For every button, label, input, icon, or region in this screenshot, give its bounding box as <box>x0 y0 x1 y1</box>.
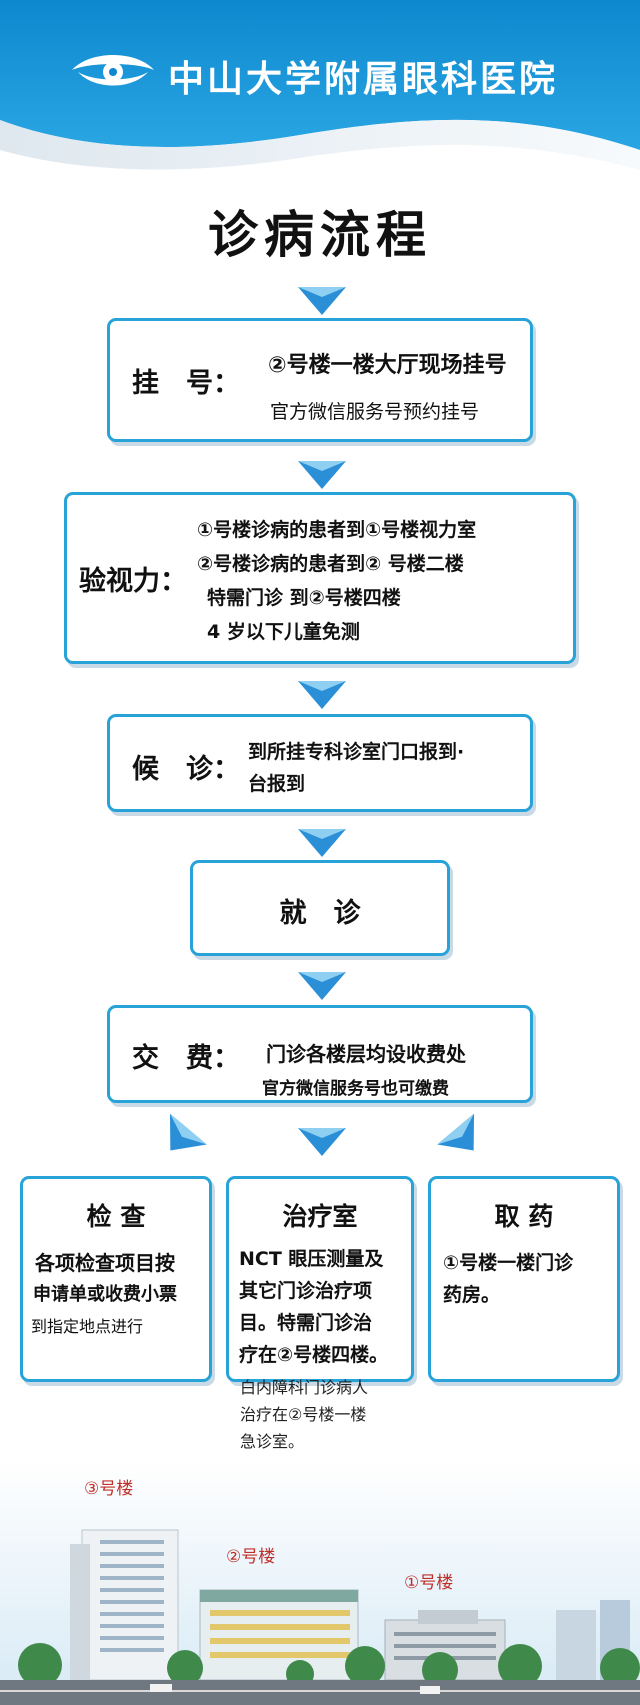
branch-pharmacy-box: 取 药 ①号楼一楼门诊 药房。 <box>428 1176 620 1382</box>
step-register-box: 挂 号： ②号楼一楼大厅现场挂号 官方微信服务号预约挂号 <box>107 318 533 442</box>
branch-exam-line: 各项检查项目按 <box>35 1251 175 1275</box>
step-register-line: 官方微信服务号预约挂号 <box>270 401 480 423</box>
branch-exam-box: 检 查 各项检查项目按 申请单或收费小票 到指定地点进行 <box>20 1176 212 1382</box>
step-register-label: 挂 号： <box>132 368 240 399</box>
hospital-buildings-illustration: ③号楼 ②号楼 ①号楼 <box>0 1460 640 1705</box>
step-wait-label: 候 诊： <box>132 754 240 785</box>
branch-treatment-note: 治疗在②号楼一楼 <box>240 1405 367 1424</box>
step-vision-line: ②号楼诊病的患者到② 号楼二楼 <box>197 553 464 575</box>
branch-exam-line: 到指定地点进行 <box>31 1317 144 1336</box>
down-arrow-icon <box>296 677 348 711</box>
step-pay-line: 官方微信服务号也可缴费 <box>262 1079 449 1099</box>
branch-treatment-line: NCT 眼压测量及 <box>239 1248 384 1270</box>
down-arrow-icon <box>296 825 348 859</box>
building-3-label: ③号楼 <box>84 1479 134 1499</box>
building-1-label: ①号楼 <box>404 1573 454 1593</box>
down-right-arrow-icon <box>433 1109 495 1168</box>
step-vision-label: 验视力： <box>79 566 187 597</box>
step-vision-line: ①号楼诊病的患者到①号楼视力室 <box>197 519 477 541</box>
step-consult-label: 就 诊 <box>279 898 361 929</box>
branch-treatment-note: 白内障科门诊病人 <box>240 1378 369 1397</box>
step-pay-box: 交 费： 门诊各楼层均设收费处 官方微信服务号也可缴费 <box>107 1005 533 1103</box>
step-pay-line: 门诊各楼层均设收费处 <box>266 1042 466 1066</box>
building-2-label: ②号楼 <box>226 1547 276 1567</box>
branch-pharmacy-line: 药房。 <box>443 1284 501 1306</box>
down-arrow-icon <box>296 1124 348 1158</box>
page-title: 诊病流程 <box>208 206 432 264</box>
step-wait-line: 到所挂专科诊室门口报到· <box>248 741 465 763</box>
step-register-line: ②号楼一楼大厅现场挂号 <box>268 353 507 378</box>
down-arrow-icon <box>296 283 348 317</box>
branch-pharmacy-title: 取 药 <box>494 1202 554 1231</box>
branch-exam-title: 检 查 <box>86 1202 146 1231</box>
down-arrow-icon <box>296 457 348 491</box>
step-vision-box: 验视力： ①号楼诊病的患者到①号楼视力室 ②号楼诊病的患者到② 号楼二楼 特需门… <box>64 492 576 664</box>
hospital-name: 中山大学附属眼科医院 <box>168 58 559 100</box>
branch-treatment-note: 急诊室。 <box>240 1432 305 1451</box>
step-consult-box: 就 诊 <box>190 860 450 956</box>
header-banner: 中山大学附属眼科医院 <box>0 0 640 185</box>
branch-treatment-line: 目。特需门诊治 <box>239 1312 373 1334</box>
branch-treatment-line: 疗在②号楼四楼。 <box>239 1344 389 1366</box>
down-left-arrow-icon <box>149 1109 211 1168</box>
step-wait-box: 候 诊： 到所挂专科诊室门口报到· 台报到 <box>107 714 533 812</box>
step-vision-line: 特需门诊 到②号楼四楼 <box>207 587 401 609</box>
branch-pharmacy-line: ①号楼一楼门诊 <box>443 1252 574 1274</box>
eye-icon <box>70 48 156 94</box>
branch-treatment-box: 治疗室 NCT 眼压测量及 其它门诊治疗项 目。特需门诊治 疗在②号楼四楼。 <box>226 1176 414 1382</box>
header-wave-background <box>0 0 640 185</box>
step-pay-label: 交 费： <box>132 1043 240 1074</box>
branch-treatment-line: 其它门诊治疗项 <box>239 1280 373 1302</box>
step-wait-line: 台报到 <box>248 773 306 795</box>
down-arrow-icon <box>296 968 348 1002</box>
branch-treatment-title: 治疗室 <box>282 1202 358 1231</box>
branch-exam-line: 申请单或收费小票 <box>33 1284 177 1305</box>
step-vision-line: 4 岁以下儿童免测 <box>207 621 360 643</box>
